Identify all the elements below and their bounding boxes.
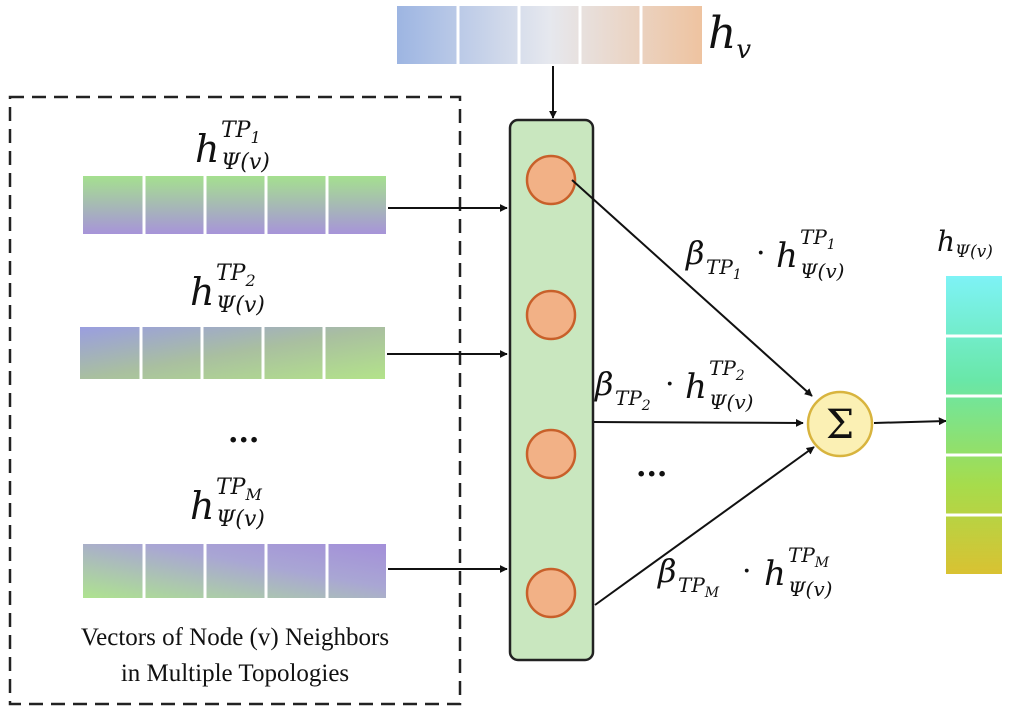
output-vector [946,276,1002,574]
box-caption: Vectors of Node (v) Neighbors in Multipl… [14,620,456,692]
ellipsis-left: ... [228,415,260,450]
weight-label-tpm: β TPM · h TPM Ψ(v) [658,543,833,601]
attention-node-1 [525,154,577,206]
label-input-tpm: h TPM Ψ(v) [190,475,265,532]
label-input-tp1: h TP1 Ψ(v) [195,118,270,175]
attention-node-2 [525,289,577,341]
sum-node [806,390,874,458]
weight-label-tp1: β TP1 · h TP1 Ψ(v) [686,225,845,283]
attention-column [508,118,595,662]
neighbor-vectors-box [8,95,462,706]
label-output: hΨ(v) [937,225,993,262]
label-hv: hv [708,8,752,65]
attention-node-4 [525,567,577,619]
label-input-tp2: h TP2 Ψ(v) [190,261,265,318]
input-vector-tpm [83,544,386,598]
weight-label-tp2: β TP2 · h TP2 Ψ(v) [595,356,754,414]
ellipsis-mid: ... [636,449,668,484]
input-vector-tp1 [83,176,386,234]
top-vector-hv [397,6,702,64]
input-vector-tp2 [80,327,385,379]
arrow-sum-to-output [873,417,947,426]
caption-line-2: in Multiple Topologies [120,660,350,687]
sum-symbol: Σ [826,402,854,448]
arrow-column-to-sum [593,418,804,427]
caption-line-1: Vectors of Node (v) Neighbors [80,624,390,651]
arrow-node1-to-sum [571,179,813,397]
attention-node-3 [525,428,577,480]
arrow-node4-to-sum [594,446,815,606]
